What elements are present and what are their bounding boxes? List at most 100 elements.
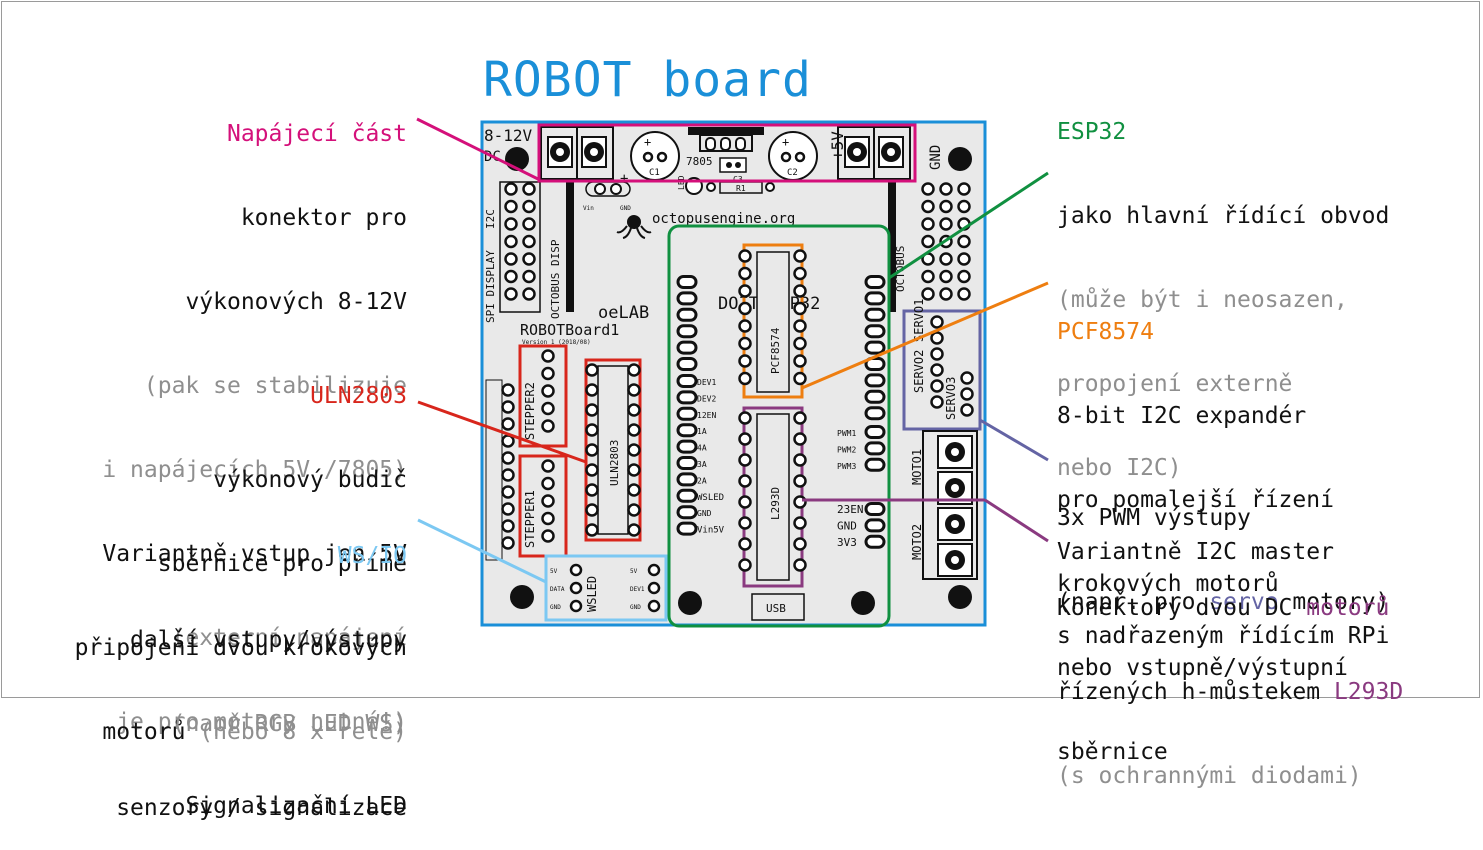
servo3-label: SERVO3	[944, 377, 958, 420]
io-pad	[501, 519, 515, 533]
header-pad	[921, 234, 935, 249]
plus-sign: +	[620, 171, 628, 187]
stepper-pad	[541, 401, 555, 416]
moto1-label: MOTO1	[910, 449, 924, 485]
esp32-pin-pad	[864, 502, 886, 516]
chip-pad	[738, 266, 752, 281]
esp32-pin-pad	[864, 441, 886, 456]
power-note-heading: Napájecí část	[226, 121, 407, 147]
wsio-highlight	[544, 554, 668, 622]
chip-pad	[793, 411, 807, 425]
gnd-small-label: GND	[620, 205, 631, 212]
esp32-pin-pad	[676, 374, 698, 388]
chip-pad	[793, 354, 807, 368]
pwm-leader	[979, 418, 1049, 462]
esp32-note-line: propojení externě	[1057, 371, 1293, 397]
octopus-logo	[616, 215, 652, 239]
chip-pad	[627, 503, 641, 517]
moto-terminals	[922, 430, 978, 580]
mount-hole	[510, 585, 534, 609]
chip-pad	[585, 363, 599, 377]
pcf-leader	[801, 281, 1049, 390]
chip-pad	[738, 319, 752, 333]
esp32-pin-pad	[676, 390, 698, 405]
uln-note-heading: ULN2803	[310, 383, 407, 409]
header-pad	[504, 252, 518, 266]
ws-pin-label: 5V	[550, 568, 558, 575]
vin-label: Vin	[583, 205, 594, 212]
chip-pad	[793, 558, 807, 572]
wsio-leader	[417, 518, 547, 584]
servo-pad	[930, 395, 944, 409]
header-pad	[504, 234, 518, 249]
octobus-disp-label: OCTOBUS DISP	[549, 239, 562, 319]
r1-label: R1	[736, 184, 746, 193]
header-pad	[522, 287, 536, 301]
power-input-terminal	[540, 126, 614, 180]
capacitor-c1: C1 +	[630, 131, 680, 181]
header-pad	[921, 269, 935, 284]
pcf-chip-label: PCF8574	[769, 327, 782, 374]
moto2-label: MOTO2	[910, 524, 924, 560]
pwm-note-servo: servo	[1209, 589, 1279, 615]
header-pad	[939, 287, 953, 301]
esp32-note-line: jako hlavní řídící obvod	[1057, 203, 1390, 229]
c2-label: C2	[787, 168, 798, 178]
pcf-note-line: 8-bit I2C expandér	[1057, 403, 1307, 429]
esp32-pin-label: GND	[697, 509, 712, 518]
dc-note-line3: (s ochrannými diodami)	[1057, 763, 1362, 789]
esp32-pin-pad	[676, 472, 698, 487]
esp32-pin-pad	[676, 505, 698, 520]
power-note-line: (externí napájení	[171, 625, 407, 651]
wsio-note-line: (např RGB LED WS)	[171, 711, 407, 737]
io-pad	[501, 451, 515, 465]
ws-pin-pad	[647, 563, 661, 577]
mount-hole	[948, 585, 972, 609]
esp32-pin-label: DEV1	[697, 378, 716, 387]
header-pad	[957, 234, 971, 249]
dc-note-line1: Konektory dvou DC motorů	[1057, 594, 1403, 622]
chip-pad	[627, 463, 641, 477]
header-pad	[522, 199, 536, 214]
io-pad	[501, 536, 515, 550]
esp32-pin-pad	[864, 291, 886, 306]
pwm-note-pre: (např. pro	[1057, 589, 1210, 615]
chip-pad	[585, 503, 599, 517]
stepper-pad	[541, 476, 555, 491]
chip-pad	[738, 453, 752, 467]
servo-pad	[960, 403, 974, 417]
header-pad	[939, 269, 953, 284]
vin-gnd-pads: Vin GND +	[583, 171, 631, 212]
chip-pad	[793, 432, 807, 446]
ws-pin-pad	[647, 599, 661, 613]
io-pad	[501, 434, 515, 448]
chip-pad	[793, 301, 807, 316]
wsled-label: WSLED	[585, 576, 599, 612]
esp32-pin-pad	[864, 357, 886, 371]
chip-pad	[793, 249, 807, 263]
io-pad	[501, 417, 515, 431]
mount-hole	[678, 591, 702, 615]
ws-pin-pad	[569, 563, 583, 577]
chip-pad	[627, 363, 641, 377]
chip-pad	[793, 319, 807, 333]
mount-hole	[948, 147, 972, 171]
right-header-bar	[888, 182, 896, 312]
esp32-pin-label: GND	[837, 519, 857, 532]
servo-pad	[930, 331, 944, 345]
header-pad	[957, 199, 971, 214]
page-title: ROBOT board	[483, 52, 812, 108]
esp32-pin-pad	[864, 373, 886, 388]
header-pad	[939, 252, 953, 266]
header-pad	[504, 182, 518, 196]
regulator-7805: 7805	[686, 127, 764, 168]
chip-pad	[738, 495, 752, 509]
chip-pad	[627, 483, 641, 497]
header-pad	[522, 252, 536, 266]
header-pad	[957, 287, 971, 301]
header-pad	[957, 269, 971, 284]
servo-pad	[930, 315, 944, 329]
esp32-pin-label: 3V3	[837, 536, 857, 549]
io-column	[485, 379, 503, 561]
